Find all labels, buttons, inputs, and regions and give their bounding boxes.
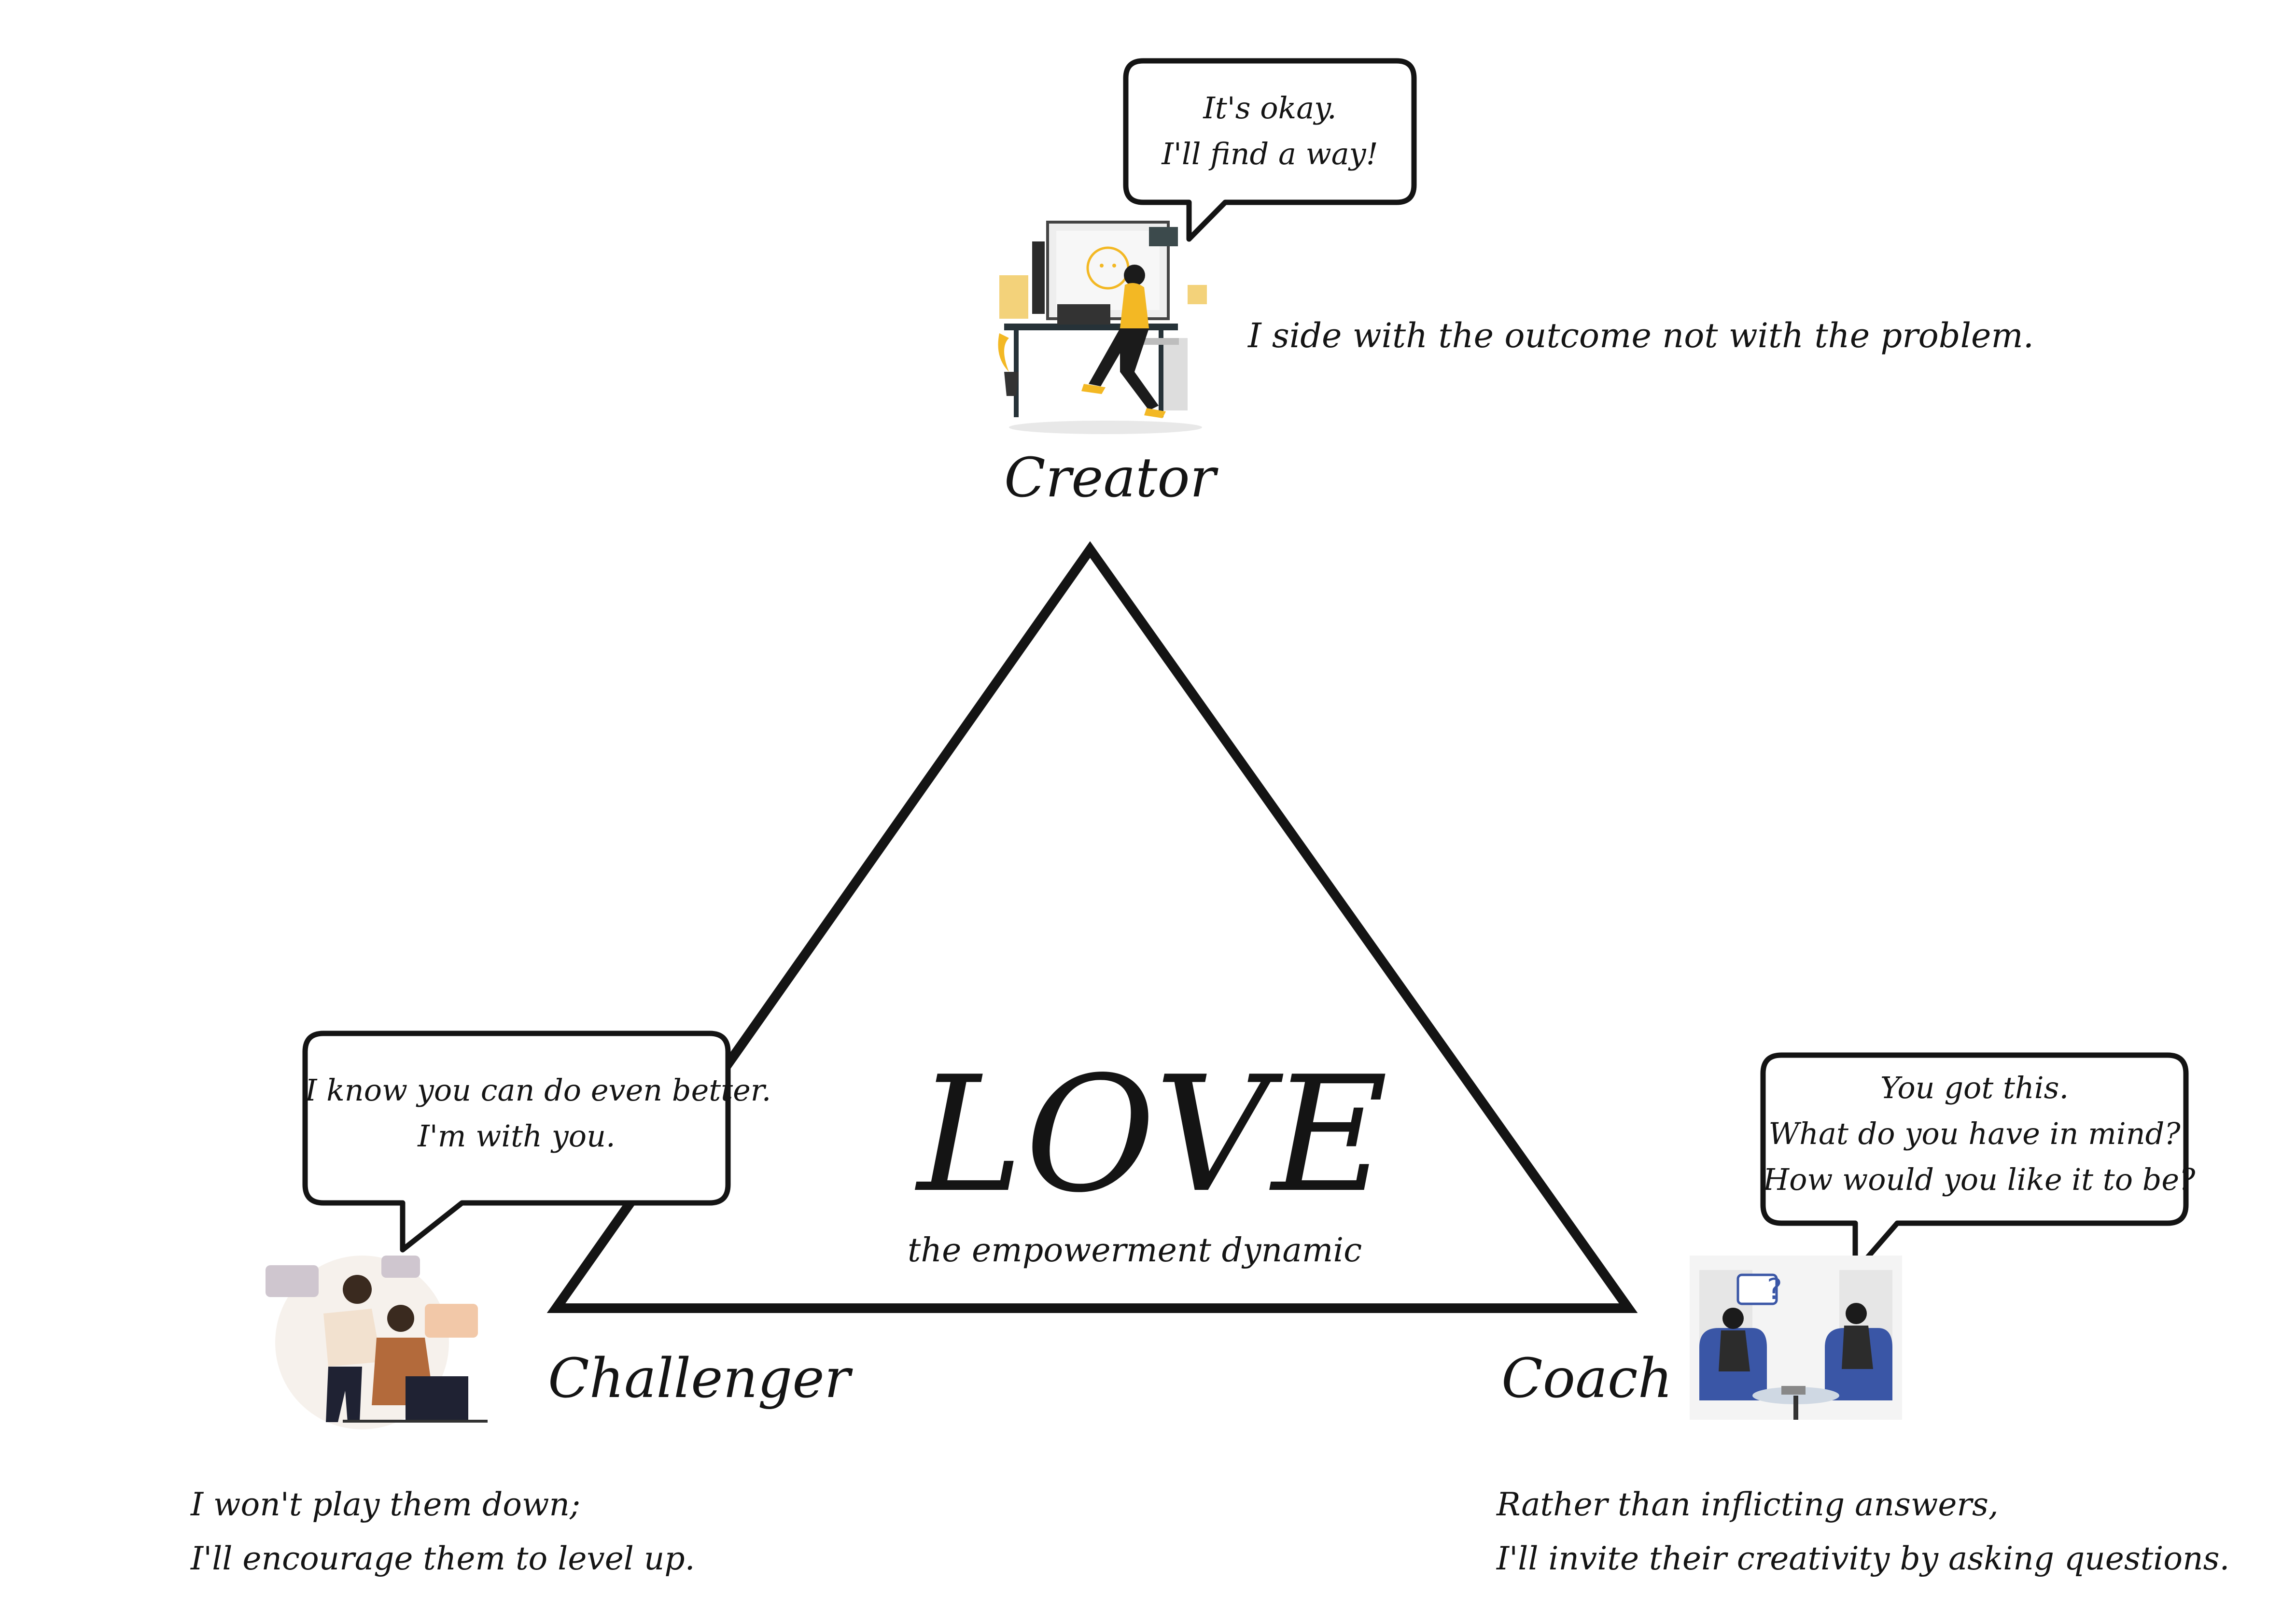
challenger-bubble-line: I'm with you. [418,1118,616,1154]
creator-label: Creator [1004,447,1216,509]
challenger-bubble-text: I know you can do even better. I'm with … [305,1067,771,1159]
creator-bubble-line: I'll find a way! [1162,136,1378,171]
svg-text:?: ? [1767,1272,1782,1306]
challenger-statement: I won't play them down; I'll encourage t… [191,1478,695,1586]
coach-bubble-line: How would you like it to be? [1763,1162,2196,1197]
coach-label: Coach [1501,1347,1673,1410]
creator-speech-bubble [1123,58,1417,242]
challenger-speech-bubble [302,1031,731,1253]
creator-bubble-line: It's okay. [1203,90,1337,126]
love-title: LOVE [917,1042,1390,1228]
coach-bubble-text: You got this. What do you have in mind? … [1763,1065,2196,1202]
coach-conversation-illustration: ? [1690,1256,1902,1420]
challenger-label: Challenger [548,1347,851,1410]
challenger-statement-line: I'll encourage them to level up. [191,1540,695,1577]
coach-bubble-line: You got this. [1880,1070,2069,1105]
love-triangle [546,541,1638,1313]
creator-desk-illustration [998,221,1207,434]
creator-bubble-text: It's okay. I'll find a way! [1126,85,1414,177]
coach-statement-line: I'll invite their creativity by asking q… [1497,1540,2230,1577]
challenger-statement-line: I won't play them down; [191,1486,581,1523]
creator-statement: I side with the outcome not with the pro… [1248,316,2034,355]
challenger-bubble-line: I know you can do even better. [305,1073,771,1108]
coach-speech-bubble [1760,1052,2189,1274]
challenger-team-illustration [266,1256,488,1429]
coach-statement: Rather than inflicting answers, I'll inv… [1497,1478,2229,1586]
coach-bubble-line: What do you have in mind? [1768,1116,2181,1151]
love-subtitle: the empowerment dynamic [908,1231,1362,1270]
coach-statement-line: Rather than inflicting answers, [1497,1486,1999,1523]
